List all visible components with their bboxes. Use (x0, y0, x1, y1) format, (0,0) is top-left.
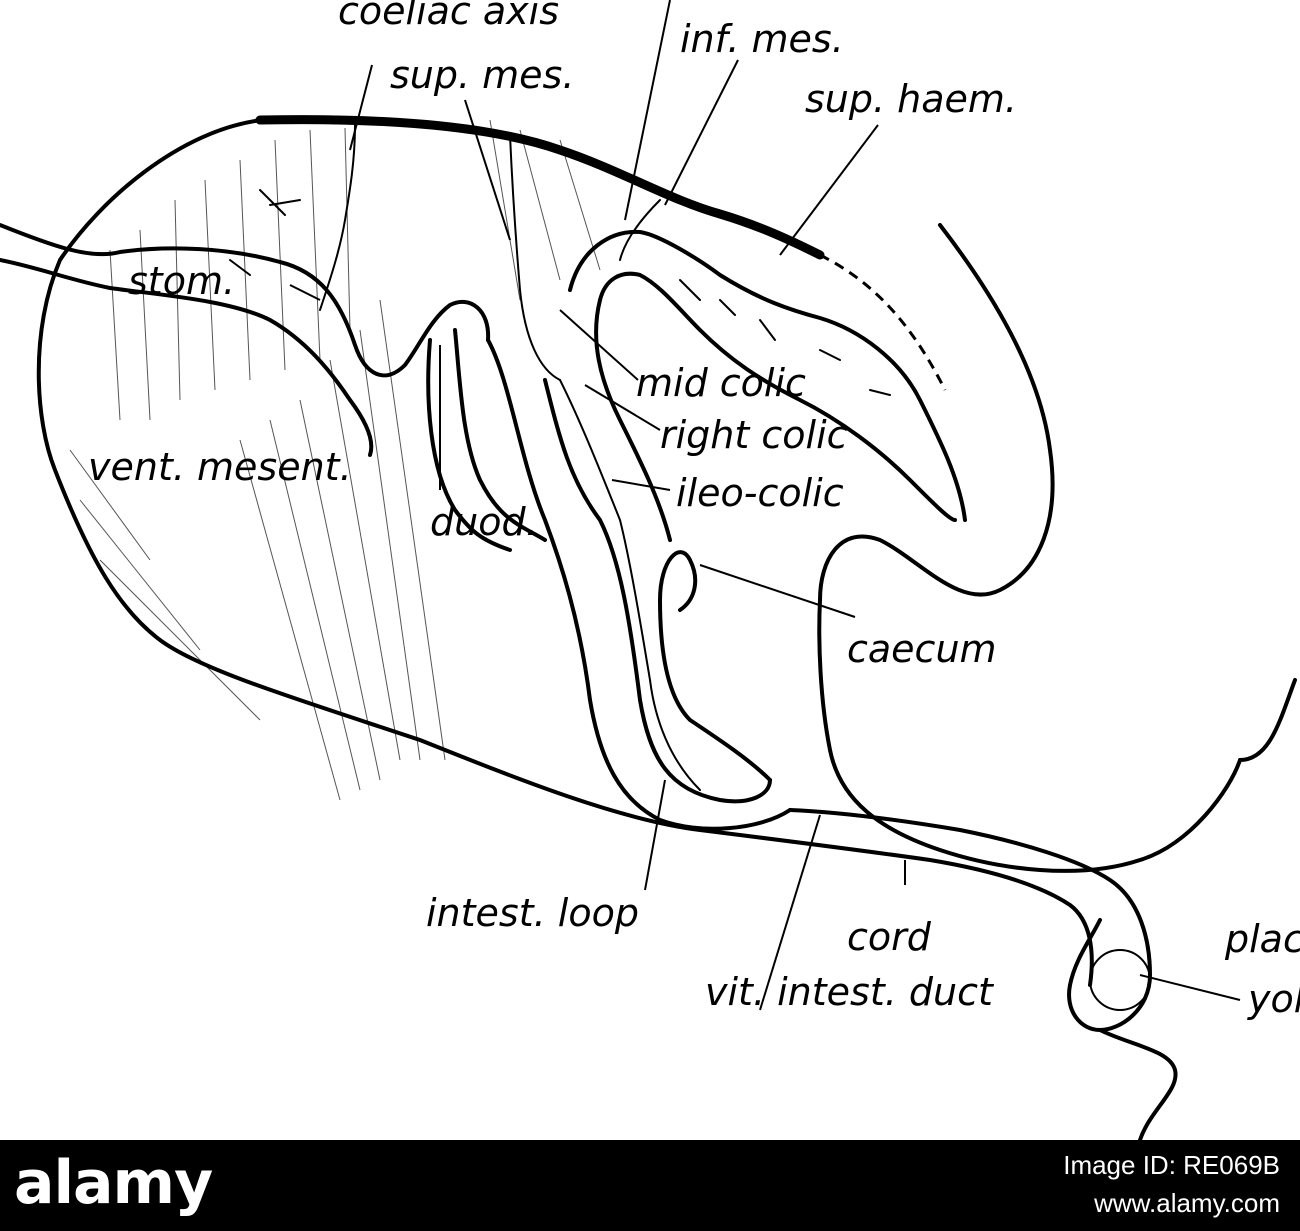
label-inf-mes: inf. mes. (680, 17, 844, 61)
label-stom: stom. (128, 259, 235, 303)
label-sup-haem: sup. haem. (805, 77, 1017, 121)
umbilical-cord-upper (788, 808, 1152, 1032)
label-plac: plac (1224, 917, 1300, 961)
caecum-limb (658, 550, 772, 782)
mesentery-outline (36, 118, 702, 832)
intestinal-loop-inner (543, 378, 772, 804)
label-caecum: caecum (847, 627, 997, 671)
label-vit-intest-duct: vit. intest. duct (705, 970, 995, 1014)
mesentery-shading (69, 119, 601, 801)
body-wall-far-right (1238, 678, 1297, 762)
colon-loop (568, 229, 967, 522)
label-mid-colic: mid colic (636, 361, 806, 405)
label-sup-mes: sup. mes. (390, 53, 574, 97)
label-duod: duod. (430, 500, 538, 544)
label-right-colic: right colic (660, 413, 848, 457)
dorsal-wall-dashed (819, 253, 947, 391)
vessels (229, 124, 891, 791)
label-coeliac-axis: coeliac axis (338, 0, 559, 33)
label-ileo-colic: ileo-colic (676, 471, 844, 515)
colon-descending (594, 298, 672, 542)
label-intest-loop: intest. loop (426, 891, 639, 935)
yolk-sac (1089, 949, 1151, 1011)
placenta-wall (1098, 1028, 1178, 1140)
image-id-text: Image ID: RE069B (1063, 1150, 1280, 1180)
umbilical-cord-lower (698, 828, 1094, 987)
watermark-url: www.alamy.com (1094, 1188, 1280, 1218)
label-cord: cord (847, 915, 932, 959)
duodenum-inner (453, 328, 547, 542)
colon-loop-inner (598, 271, 957, 522)
oesophagus-upper (0, 223, 491, 378)
alamy-logo: alamy (14, 1148, 213, 1218)
leader-lines (289, 0, 1241, 1011)
label-yol: yol (1247, 977, 1300, 1021)
embryo-intestine-diagram: coeliac axis sup. mes. inf. mes. sup. ha… (0, 0, 1300, 1140)
body-wall-right (817, 223, 1242, 873)
duodenum (426, 338, 512, 552)
label-vent-mesent: vent. mesent. (88, 445, 352, 489)
intestinal-loop-outer (486, 338, 792, 831)
watermark-bar: alamy Image ID: RE069B www.alamy.com (0, 1140, 1300, 1231)
oesophagus-lower (0, 258, 374, 457)
dorsal-wall (255, 115, 825, 260)
